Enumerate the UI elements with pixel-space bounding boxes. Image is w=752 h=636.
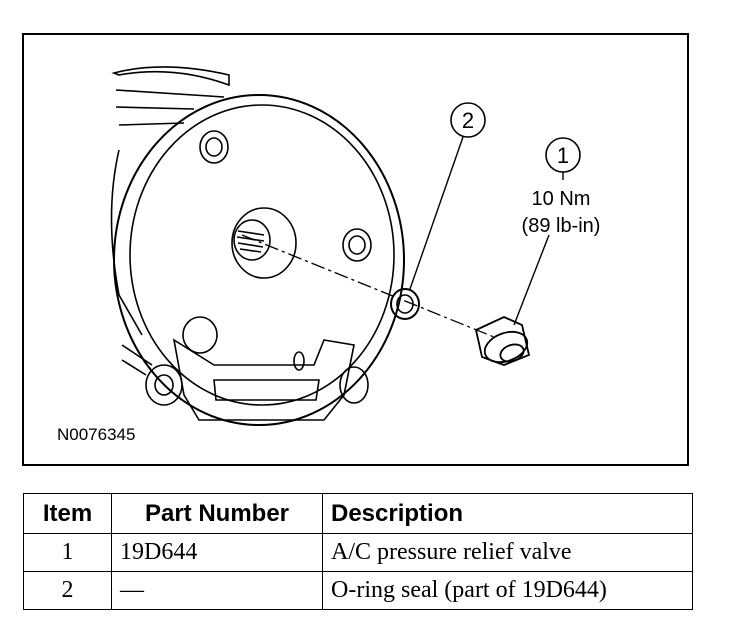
- header-part-number: Part Number: [111, 493, 323, 534]
- header-item: Item: [23, 493, 112, 534]
- leader-line-1: [513, 234, 550, 326]
- bolt-boss-bottom: [182, 316, 218, 354]
- callout-1-number: 1: [557, 143, 569, 168]
- valve-port-threads: [236, 230, 265, 253]
- leader-line-2: [409, 136, 464, 290]
- parts-table: Item Part Number Description 1 19D644 A/…: [23, 493, 693, 610]
- bolt-boss-top: [199, 130, 229, 164]
- mounting-bracket: [172, 338, 355, 421]
- header-description: Description: [322, 493, 693, 534]
- cell-item: 1: [23, 533, 112, 572]
- callout-2-number: 2: [462, 108, 474, 133]
- callout-2-circle: [450, 102, 486, 138]
- o-ring-seal: [390, 288, 420, 320]
- figure-frame: 2 1 10 Nm (89 lb-in) N0076345: [22, 33, 689, 466]
- compressor-body-lines: [115, 89, 225, 126]
- compressor-end-plate-rim: [129, 104, 395, 406]
- assembly-centerline: [241, 234, 495, 338]
- torque-value-metric: 10 Nm: [532, 188, 591, 210]
- compressor-end-plate: [113, 94, 405, 426]
- compressor-body-left: [110, 149, 143, 336]
- pressure-relief-valve: [474, 316, 531, 366]
- bolt-boss-right: [342, 228, 372, 262]
- compressor-illustration: 2 1 10 Nm (89 lb-in) N0076345: [57, 66, 601, 444]
- cell-description: A/C pressure relief valve: [322, 533, 693, 572]
- table-header-row: Item Part Number Description: [23, 493, 693, 534]
- valve-port-boss: [231, 207, 297, 279]
- cell-description: O-ring seal (part of 19D644): [322, 571, 693, 610]
- cell-part-number: —: [111, 571, 323, 610]
- table-row: 2 — O-ring seal (part of 19D644): [23, 571, 693, 610]
- cell-part-number: 19D644: [111, 533, 323, 572]
- bracket-hole-left: [145, 364, 183, 406]
- valve-port: [233, 219, 271, 261]
- cell-item: 2: [23, 571, 112, 610]
- figure-id-label: N0076345: [57, 425, 135, 444]
- compressor-body: [111, 66, 230, 87]
- table-row: 1 19D644 A/C pressure relief valve: [23, 533, 693, 572]
- torque-value-imperial: (89 lb-in): [522, 215, 601, 237]
- bracket-hole-right: [339, 366, 369, 404]
